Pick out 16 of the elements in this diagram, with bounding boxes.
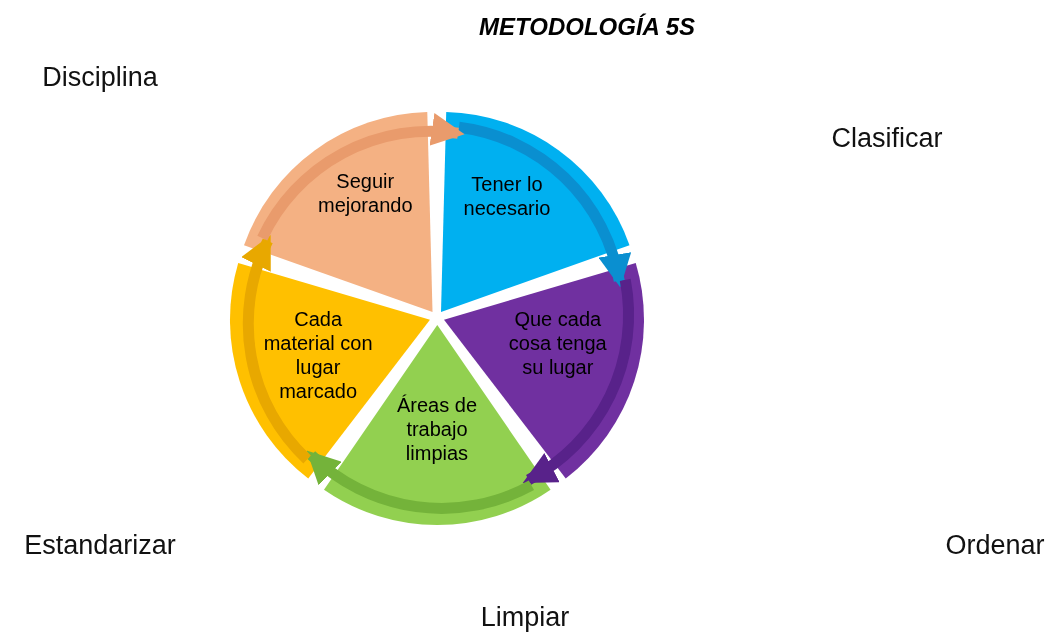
curved-arrow (242, 234, 312, 464)
stage-label: Estandarizar (24, 529, 176, 561)
segment-text: Áreas de trabajo limpias (395, 393, 478, 465)
stage-label: Disciplina (42, 61, 158, 93)
segment-text: Cada material con lugar marcado (263, 306, 374, 403)
curved-arrow (522, 279, 634, 485)
stage-label: Limpiar (480, 601, 570, 633)
curved-arrow (306, 450, 534, 514)
diagram-title: METODOLOGÍA 5S (479, 13, 695, 41)
segment-text: Tener lo necesario (462, 171, 552, 220)
curved-arrow (257, 114, 465, 241)
segment-text: Seguir mejorando (317, 169, 414, 218)
curved-arrow (457, 121, 630, 288)
segment-text: Que cada cosa tenga su lugar (507, 307, 608, 380)
stage-label: Clasificar (831, 122, 943, 154)
stage-label: Ordenar (945, 529, 1045, 561)
